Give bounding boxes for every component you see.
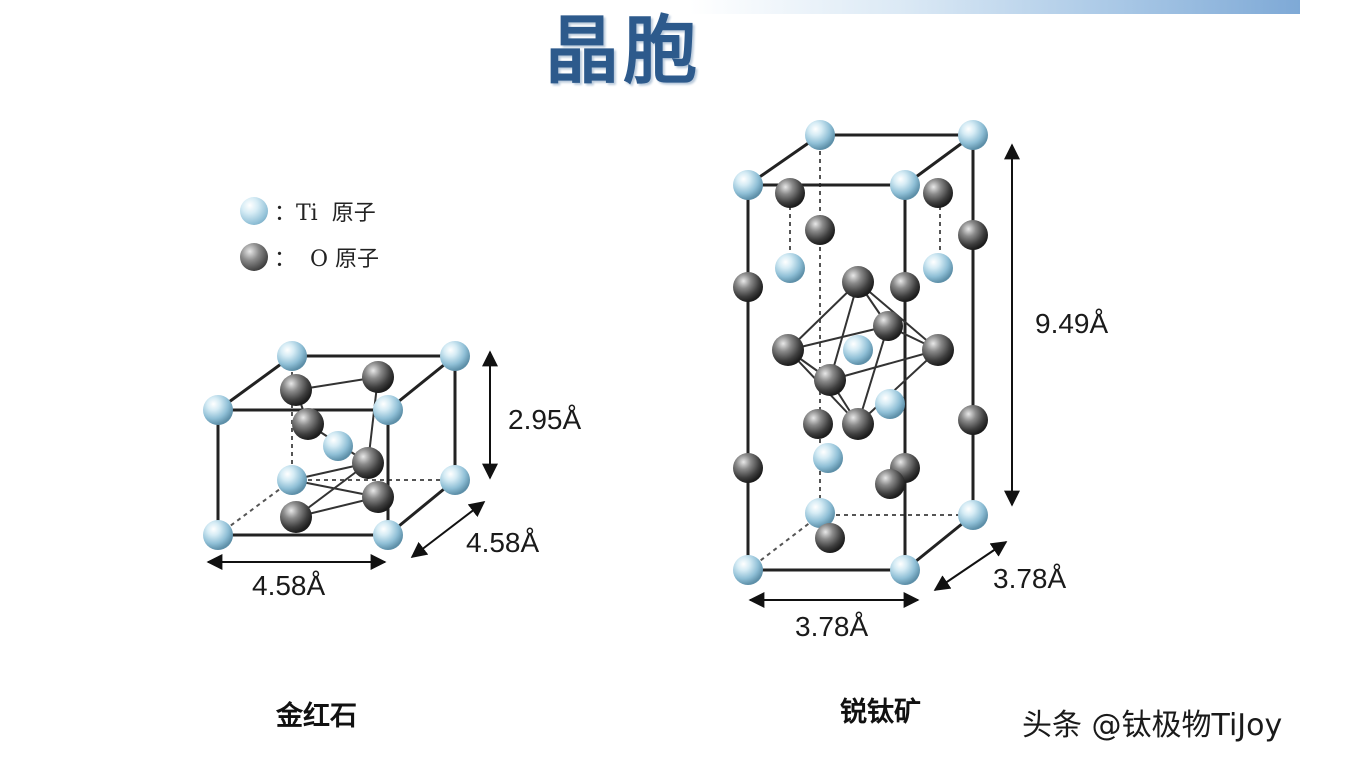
rutile-ti-atom [277,465,307,495]
legend-item-o: ： O 原子 [240,234,379,280]
rutile-depth-label: 4.58Å [466,527,540,558]
rutile-o-atom [362,481,394,513]
rutile-ti-atom [277,341,307,371]
anatase-ti-atom [733,555,763,585]
rutile-ti-atom [440,465,470,495]
anatase-ti-atom [923,253,953,283]
anatase-o-atom [815,523,845,553]
anatase-o-atom [958,220,988,250]
rutile-o-atom [362,361,394,393]
anatase-depth-arrow [933,541,1008,591]
anatase-width-label: 3.78Å [795,611,869,642]
anatase-o-atom [803,409,833,439]
legend: ：Ti 原子 ： O 原子 [240,188,379,280]
rutile-ti-atom [440,341,470,371]
anatase-unit-cell [733,120,1020,608]
anatase-ti-atom [775,253,805,283]
anatase-o-atom [772,334,804,366]
legend-item-ti: ：Ti 原子 [240,188,379,234]
rutile-ti-atom [203,395,233,425]
page-title: 晶胞 [545,8,701,94]
anatase-o-atom [958,405,988,435]
anatase-o-atom [733,272,763,302]
legend-label-o: ： O 原子 [274,247,380,272]
anatase-o-atom [890,272,920,302]
anatase-caption: 锐钛矿 [840,697,921,728]
anatase-o-atom [733,453,763,483]
anatase-ti-atom [890,170,920,200]
rutile-o-atom [352,447,384,479]
anatase-o-atom [922,334,954,366]
o-atom-icon [240,243,268,271]
rutile-o-atom [280,374,312,406]
anatase-ti-atom [890,555,920,585]
anatase-ti-atom [958,120,988,150]
legend-label-ti: ：Ti 原子 [274,201,376,226]
anatase-o-atom [842,408,874,440]
anatase-ti-atom [875,389,905,419]
watermark: 头条 @钛极物TiJoy [1022,708,1283,743]
anatase-o-atom [814,364,846,396]
anatase-ti-atom [958,500,988,530]
header-gradient-band [690,0,1300,14]
anatase-ti-atom [733,170,763,200]
anatase-o-atom [875,469,905,499]
rutile-ti-atom [373,520,403,550]
rutile-ti-atom-center [323,431,353,461]
anatase-o-atom [805,215,835,245]
anatase-ti-atom [813,443,843,473]
ti-atom-icon [240,197,268,225]
rutile-width-label: 4.58Å [252,570,326,601]
rutile-o-atom [280,501,312,533]
rutile-height-label: 2.95Å [508,404,582,435]
rutile-unit-cell [203,341,498,570]
rutile-ti-atom [373,395,403,425]
anatase-o-atom [873,311,903,341]
anatase-o-atom [842,266,874,298]
anatase-depth-label: 3.78Å [993,563,1067,594]
rutile-o-atom [292,408,324,440]
anatase-o-atom [923,178,953,208]
anatase-height-label: 9.49Å [1035,308,1109,339]
anatase-o-atom [775,178,805,208]
anatase-ti-atom-center [843,335,873,365]
anatase-ti-atom [805,498,835,528]
rutile-depth-arrow [410,501,486,558]
rutile-ti-atom [203,520,233,550]
anatase-ti-atom [805,120,835,150]
rutile-caption: 金红石 [276,701,357,732]
